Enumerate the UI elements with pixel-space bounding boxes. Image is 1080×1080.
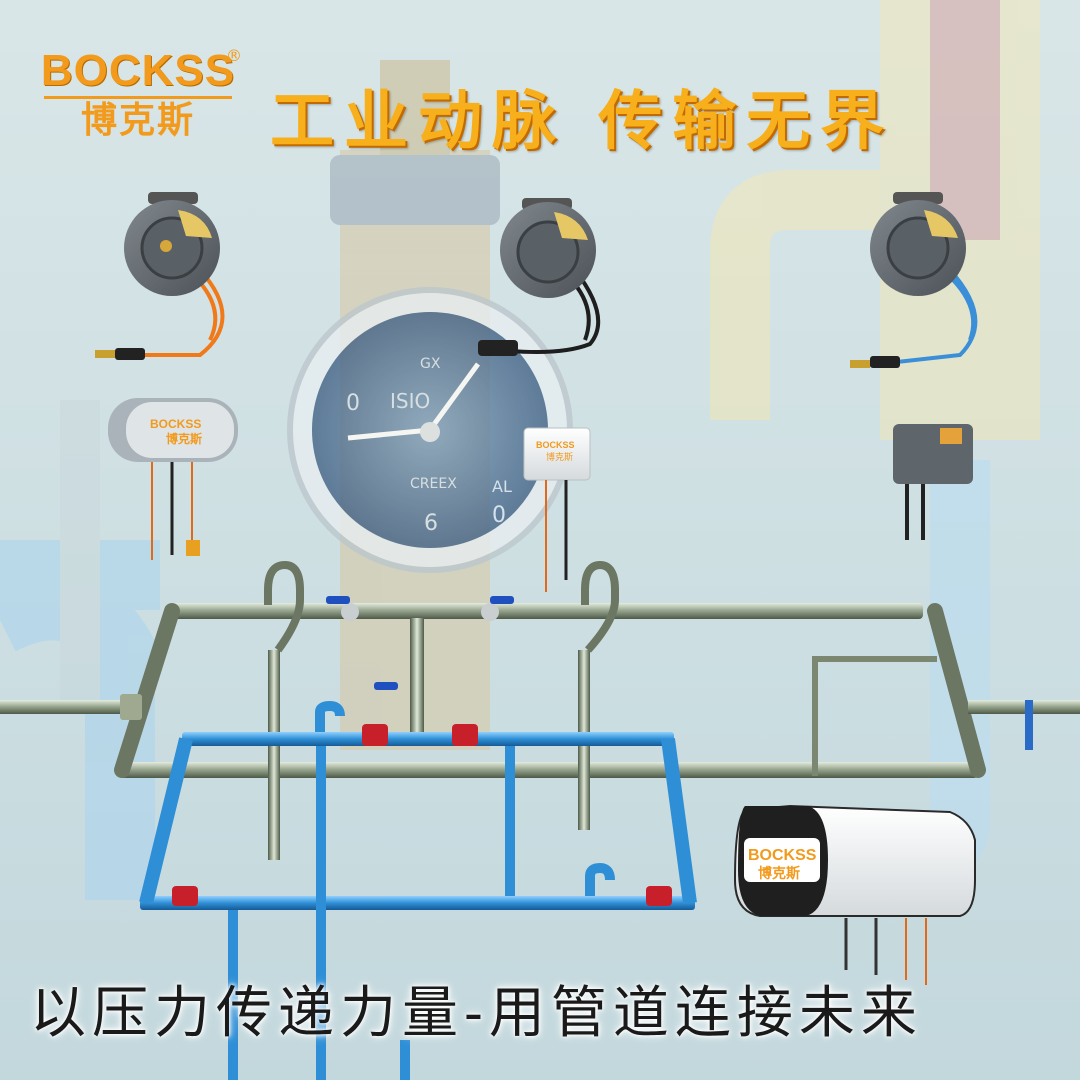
gauge-text-2: GX <box>420 356 441 372</box>
metal-pipe-network <box>0 560 1080 860</box>
pressure-gauge: ISIO GX CREEX AL 0 6 0 <box>287 287 573 573</box>
cable-box-grey-logo-cn: 博克斯 <box>166 431 202 446</box>
gauge-number-3: 0 <box>492 503 506 528</box>
gauge-text-1: ISIO <box>390 389 430 413</box>
gauge-number-2: 6 <box>424 511 438 536</box>
brand-name-cn: 博克斯 <box>80 100 195 141</box>
cable-box-large-logo-cn: 博克斯 <box>758 865 800 882</box>
cable-box-grey-logo-en: BOCKSS <box>150 417 201 431</box>
hose-reel-blue <box>850 192 978 368</box>
gauge-number-1: 0 <box>346 391 360 416</box>
valves <box>172 596 672 906</box>
bottom-tagline: 以压力传递力量-用管道连接未来 <box>30 981 923 1046</box>
cable-box-white: BOCKSS 博克斯 <box>523 427 591 592</box>
registered-mark: ® <box>226 46 242 65</box>
cable-box-dark <box>893 424 973 540</box>
blue-pipe-network <box>139 700 697 1080</box>
cable-box-large-logo-en: BOCKSS <box>748 847 817 864</box>
brand-name-en: BOCKSS <box>40 46 236 95</box>
gauge-text-4: AL <box>492 477 512 496</box>
cable-box-grey: BOCKSS 博克斯 <box>108 398 238 560</box>
cable-box-white-logo-en: BOCKSS <box>536 440 575 450</box>
brand-divider <box>44 96 232 99</box>
cable-box-large: BOCKSS 博克斯 <box>733 804 976 985</box>
cable-box-white-logo-cn: 博克斯 <box>546 451 573 463</box>
gauge-text-3: CREEX <box>410 476 457 492</box>
hose-reel-black <box>478 198 601 356</box>
hose-reel-orange <box>95 192 225 360</box>
brand-logo: BOCKSS ® 博克斯 <box>38 46 242 141</box>
headline-slogan: 工业动脉 传输无界 <box>270 84 895 159</box>
background-pipes <box>0 0 1040 900</box>
